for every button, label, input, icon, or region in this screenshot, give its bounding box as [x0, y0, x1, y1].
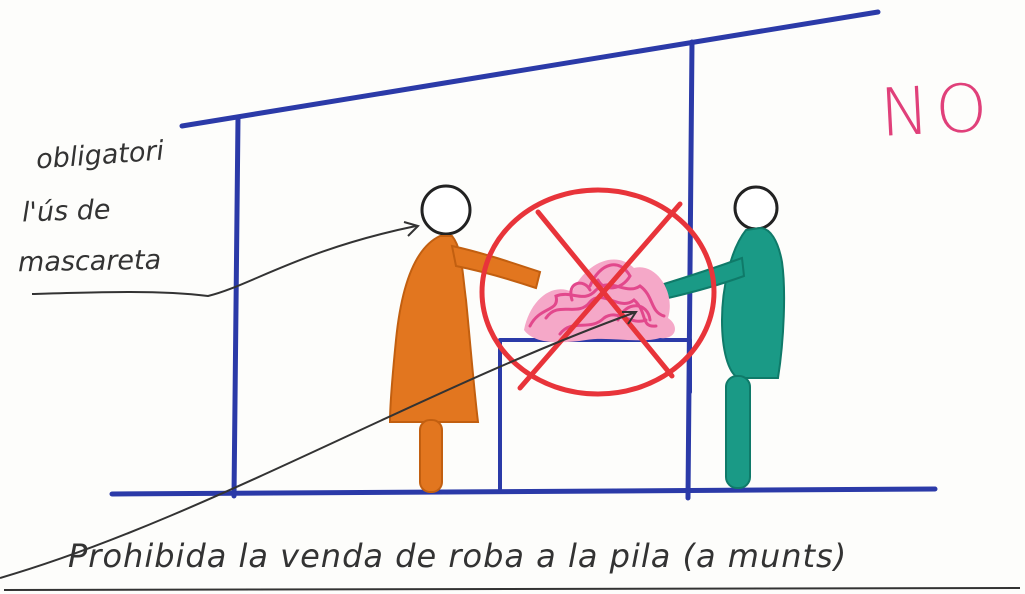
person-right	[662, 185, 786, 489]
caption-pointer-arrow	[622, 311, 638, 325]
prohibition-circle	[479, 187, 717, 397]
table	[498, 338, 692, 494]
prohibition-cross-2	[517, 201, 683, 391]
stall-roof	[179, 9, 881, 129]
stall-pole-right	[685, 39, 695, 501]
clothes-pile	[524, 259, 675, 343]
person-left-leg	[419, 419, 443, 493]
person-left	[388, 184, 542, 493]
mask-pointer-arrow	[403, 221, 420, 237]
mask-note-line-3: mascareta	[17, 244, 162, 279]
person-right-body	[720, 226, 786, 379]
caption-underline	[3, 587, 1021, 591]
person-right-leg	[725, 375, 751, 489]
person-left-arm	[450, 244, 542, 290]
person-right-head	[733, 185, 779, 231]
person-left-head	[420, 184, 472, 236]
mask-note-line-2: l'ús de	[21, 194, 111, 229]
ground-line	[109, 486, 938, 497]
stall-pole-left	[231, 115, 241, 499]
caption-pointer-line	[0, 311, 637, 579]
mask-pointer-line	[31, 225, 417, 298]
caption: Prohibida la venda de roba a la pila (a …	[68, 537, 848, 575]
prohibition-sign	[479, 187, 717, 397]
no-label: NO	[878, 69, 996, 152]
